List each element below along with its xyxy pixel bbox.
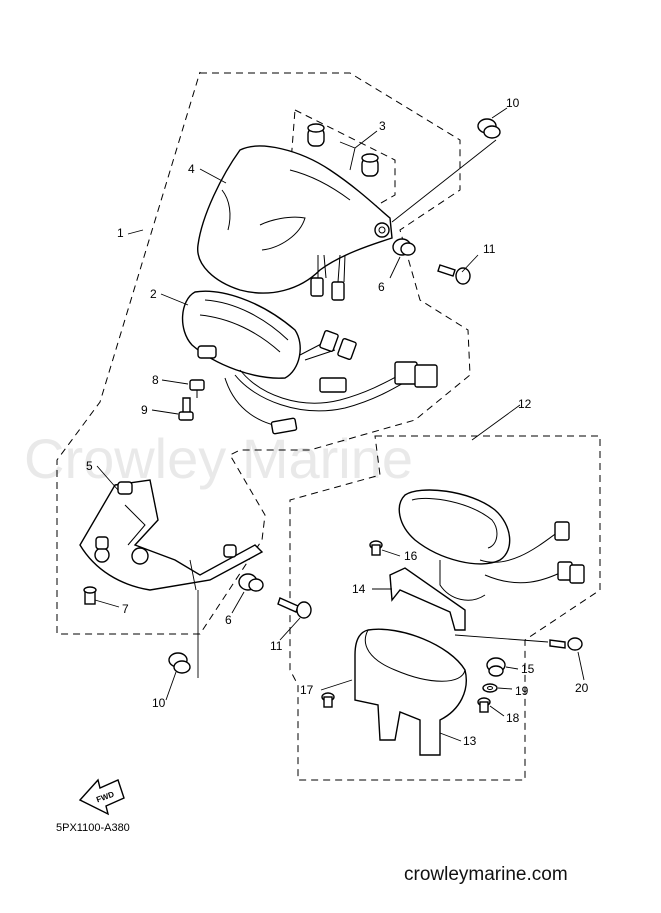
bolt-8 <box>189 379 205 398</box>
assembly-boundary-12 <box>289 435 601 781</box>
callout-4: 4 <box>188 162 195 176</box>
grommet-10-top <box>477 118 501 139</box>
callout-18: 18 <box>506 711 520 725</box>
watermark-text: Crowley Marine <box>24 427 413 490</box>
meter-12 <box>398 489 585 601</box>
callout-6-top: 6 <box>378 280 385 294</box>
callout-20: 20 <box>575 681 589 695</box>
screw-16 <box>369 540 383 556</box>
grommet-15 <box>486 657 506 677</box>
callout-1: 1 <box>117 226 124 240</box>
callout-labels: 1 2 3 4 5 6 6 7 8 9 10 10 11 11 12 13 14… <box>86 96 589 748</box>
callout-19: 19 <box>515 684 529 698</box>
grommet-10-bottom <box>168 652 191 674</box>
washer-19 <box>482 683 498 693</box>
screw-18 <box>477 697 491 713</box>
screw-11-top <box>437 264 471 285</box>
screw-7 <box>83 586 97 605</box>
callout-14: 14 <box>352 582 366 596</box>
cover-wire-plugs <box>310 254 346 301</box>
bolt-20 <box>549 637 583 651</box>
callout-2: 2 <box>150 287 157 301</box>
callout-12: 12 <box>518 397 532 411</box>
assembly-boundary-1 <box>56 71 471 635</box>
screw-17 <box>321 692 335 708</box>
callout-8: 8 <box>152 373 159 387</box>
callout-10-top: 10 <box>506 96 520 110</box>
callout-10-bottom: 10 <box>152 696 166 710</box>
collar-6-top <box>392 238 416 256</box>
bulb-socket-left <box>307 123 325 147</box>
website-text: crowleymarine.com <box>404 864 568 885</box>
callout-15: 15 <box>521 662 535 676</box>
collar-6-bottom <box>238 573 264 592</box>
bracket-5 <box>79 479 264 591</box>
callout-7: 7 <box>122 602 129 616</box>
callout-17: 17 <box>300 683 314 697</box>
housing-13 <box>354 628 467 756</box>
callout-5: 5 <box>86 459 93 473</box>
screw-11-bottom <box>277 597 312 619</box>
bulb-socket-right <box>361 153 379 177</box>
callout-11-bottom: 11 <box>270 639 283 653</box>
leader-lines <box>94 107 585 742</box>
callout-13: 13 <box>463 734 477 748</box>
callout-3: 3 <box>379 119 386 133</box>
callout-11-top: 11 <box>483 242 496 256</box>
bracket-14 <box>389 567 466 631</box>
callout-16: 16 <box>404 549 418 563</box>
forward-arrow-icon: FWD <box>78 778 125 816</box>
callout-9: 9 <box>141 403 148 417</box>
meter-cover <box>197 145 393 294</box>
meter-assembly <box>181 290 438 435</box>
callout-6-bottom: 6 <box>225 613 232 627</box>
screw-9 <box>178 397 194 421</box>
diagram-code: 5PX1100-A380 <box>56 822 130 834</box>
